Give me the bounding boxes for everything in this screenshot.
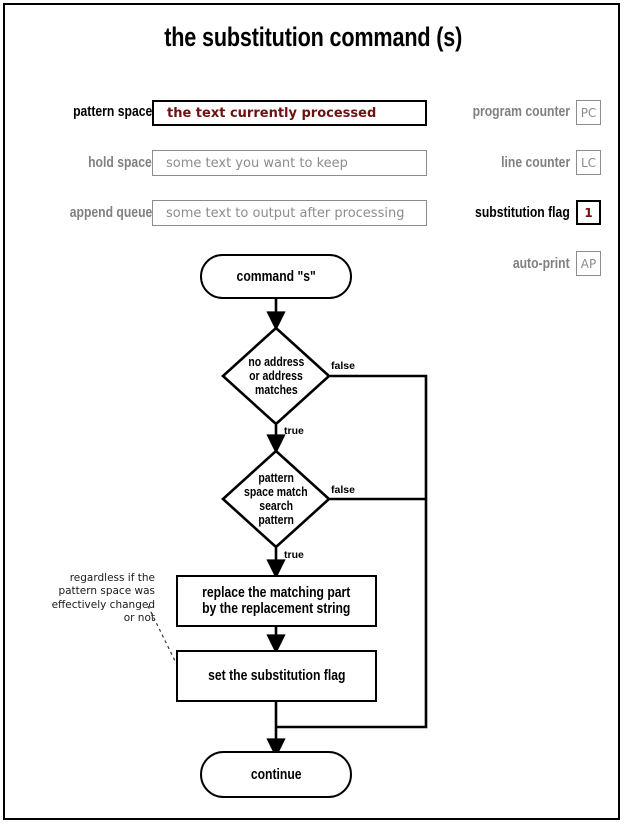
label-pattern-space: pattern space: [72, 104, 152, 120]
node-end-continue[interactable]: continue: [200, 751, 352, 798]
box-program-counter-value: PC: [580, 105, 597, 120]
node-process-replace[interactable]: replace the matching part by the replace…: [176, 575, 377, 627]
node-process-replace-text: replace the matching part by the replace…: [202, 584, 351, 617]
label-program-counter: program counter: [472, 104, 570, 120]
annotation-line-1: regardless if the: [69, 572, 155, 584]
label-auto-print: auto-print: [513, 256, 570, 272]
decision2-text: pattern space match search pattern: [244, 470, 308, 528]
box-auto-print[interactable]: AP: [576, 251, 601, 276]
node-decision-pattern-match[interactable]: pattern space match search pattern: [221, 449, 331, 549]
label-line-counter: line counter: [500, 155, 570, 171]
box-substitution-flag[interactable]: 1: [576, 200, 601, 225]
annotation-note: regardless if the pattern space was effe…: [22, 572, 155, 626]
page-title: the substitution command (s): [0, 22, 627, 53]
node-decision-address-match[interactable]: no address or address matches: [221, 326, 331, 426]
label-substitution-flag: substitution flag: [475, 205, 570, 221]
decision1-text: no address or address matches: [247, 354, 305, 398]
field-append-queue-value: some text to output after processing: [166, 205, 405, 221]
label-hold-space: hold space: [88, 155, 152, 171]
node-end-label: continue: [250, 766, 302, 783]
annotation-line-3: effectively changed: [51, 598, 155, 611]
node-process-set-flag[interactable]: set the substitution flag: [176, 650, 377, 702]
node-start-command-s[interactable]: command "s": [200, 254, 352, 299]
field-append-queue[interactable]: some text to output after processing: [152, 200, 427, 226]
field-pattern-space[interactable]: the text currently processed: [152, 100, 427, 126]
page-title-text: the substitution command (s): [164, 22, 463, 52]
node-start-label: command "s": [236, 268, 316, 285]
node-process-set-flag-label: set the substitution flag: [207, 667, 346, 684]
decision1-shape: [221, 326, 331, 426]
field-pattern-space-value: the text currently processed: [167, 105, 377, 121]
box-line-counter[interactable]: LC: [576, 150, 601, 175]
annotation-line-4: or not: [123, 612, 155, 625]
edge-label-decision2-false: false: [331, 484, 355, 496]
box-auto-print-value: AP: [580, 256, 597, 271]
field-hold-space[interactable]: some text you want to keep: [152, 150, 427, 176]
decision2-shape: [221, 449, 331, 549]
label-append-queue: append queue: [69, 205, 152, 221]
annotation-line-2: pattern space was: [58, 585, 155, 598]
edge-label-decision2-true: true: [284, 549, 304, 561]
box-line-counter-value: LC: [580, 155, 597, 170]
box-program-counter[interactable]: PC: [576, 100, 601, 125]
edge-label-decision1-false: false: [331, 360, 355, 372]
field-hold-space-value: some text you want to keep: [166, 155, 348, 171]
box-substitution-flag-value: 1: [584, 205, 593, 220]
edge-label-decision1-true: true: [284, 425, 304, 437]
